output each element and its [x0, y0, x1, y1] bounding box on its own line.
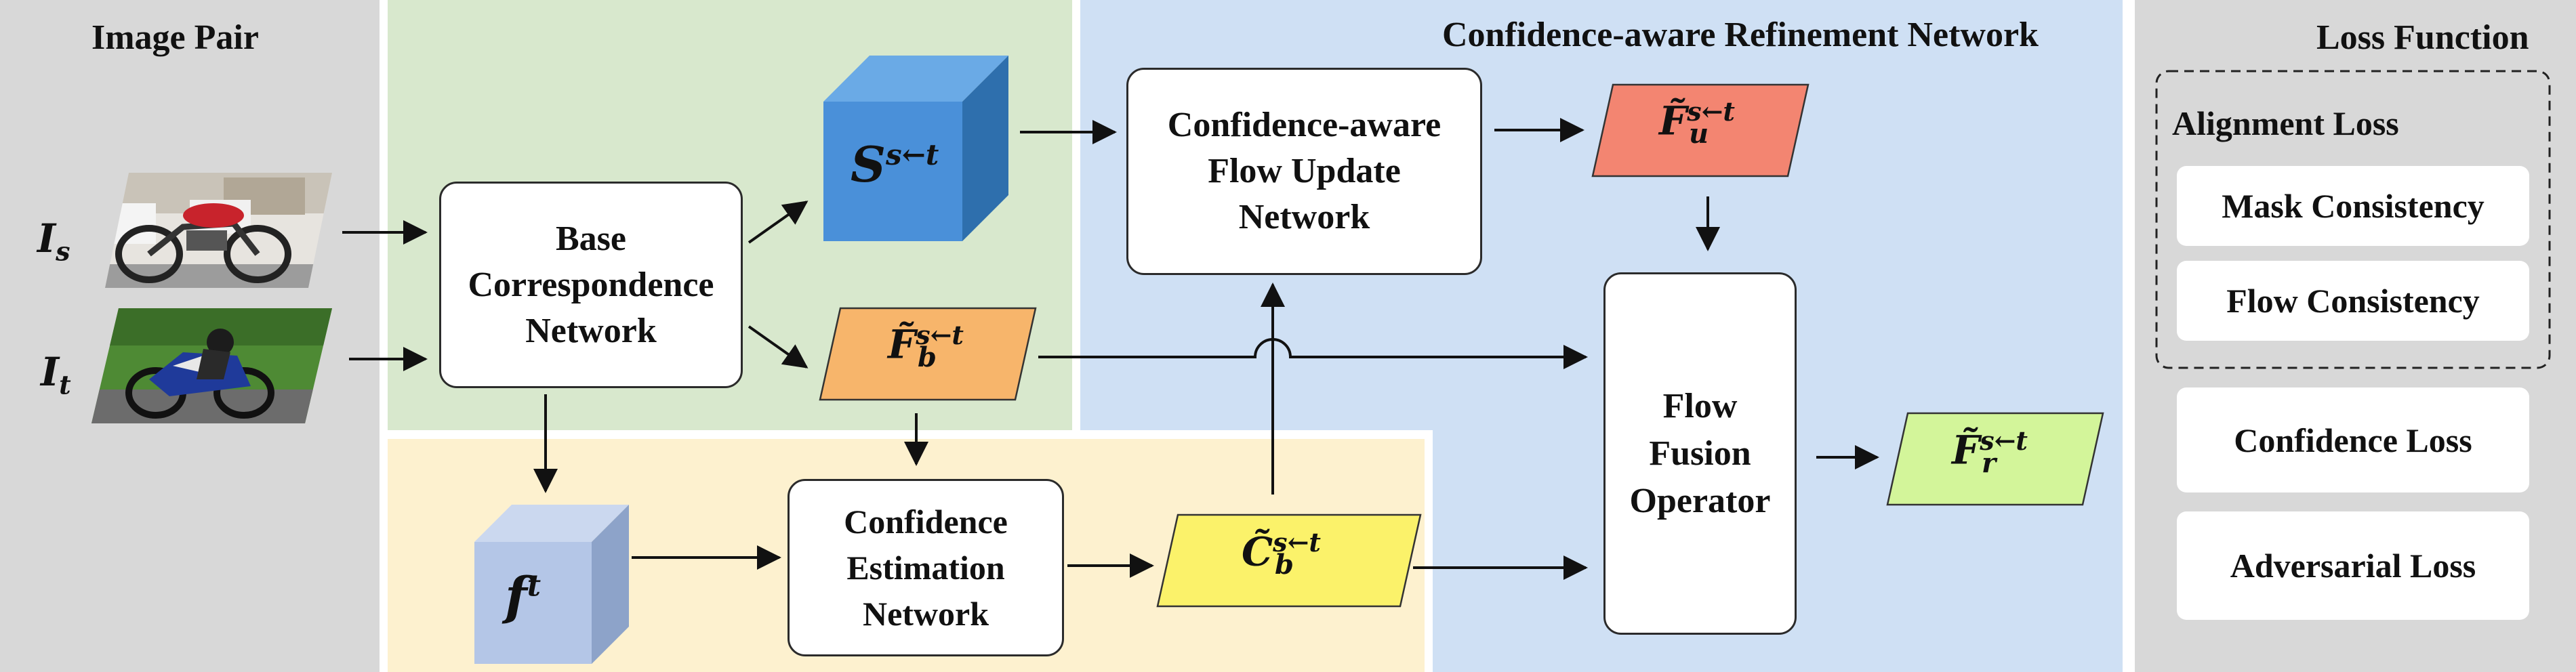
arrow-base-to-cost	[748, 201, 809, 244]
refinement-title: Confidence-aware Refinement Network	[1442, 16, 2039, 54]
flow-base-shape	[819, 307, 1037, 401]
loss-title: Loss Function	[2316, 18, 2529, 57]
feature-label: ft	[505, 566, 541, 626]
flow-base-label: F̃s←tb	[888, 320, 964, 373]
alignment-loss-title: Alignment Loss	[2172, 104, 2399, 142]
feature-cube	[474, 505, 629, 664]
target-image	[91, 308, 332, 423]
flow-refined-label: F̃s←tr	[1952, 425, 2028, 479]
flow-consistency-loss: Flow Consistency	[2177, 261, 2529, 341]
flow-update-shape	[1591, 83, 1810, 177]
alignment-loss-group	[2155, 70, 2551, 369]
source-image-label: Is	[37, 215, 70, 267]
confidence-map-label: C̃s←tb	[1242, 527, 1321, 581]
target-image-label: It	[41, 349, 71, 400]
cost-volume-label: Ss←t	[851, 135, 939, 193]
adversarial-loss: Adversarial Loss	[2177, 511, 2529, 620]
arrow-flowb-to-fusion	[1038, 338, 1588, 369]
mask-consistency-loss: Mask Consistency	[2177, 166, 2529, 246]
cost-volume-cube	[823, 56, 1008, 241]
source-image	[105, 173, 332, 288]
flow-refined-shape	[1886, 412, 2104, 506]
confidence-map-shape	[1156, 513, 1422, 608]
arrow-base-to-flow	[748, 325, 809, 369]
flow-update-label: F̃s←tu	[1659, 96, 1735, 150]
image-pair-title: Image Pair	[91, 18, 259, 57]
confidence-loss: Confidence Loss	[2177, 387, 2529, 492]
